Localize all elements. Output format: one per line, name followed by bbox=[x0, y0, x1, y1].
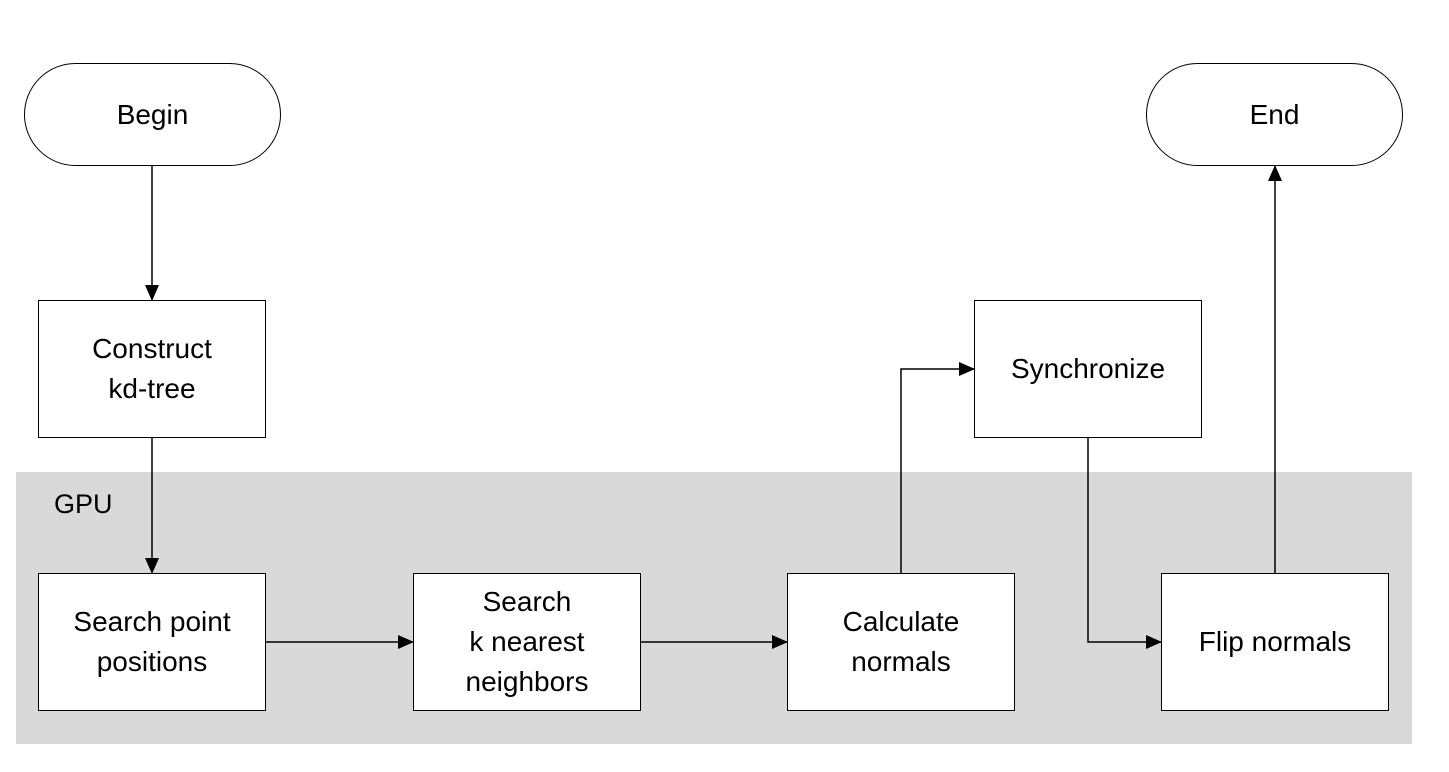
construct-kdtree-node: Construct kd-tree bbox=[38, 300, 266, 438]
end-node: End bbox=[1146, 63, 1403, 166]
gpu-region-label: GPU bbox=[54, 489, 113, 519]
synchronize-node: Synchronize bbox=[974, 300, 1202, 438]
search-point-positions-label: Search point positions bbox=[73, 606, 231, 677]
begin-node-label: Begin bbox=[116, 98, 189, 130]
connector-synchronize-to-flip bbox=[1087, 437, 1162, 649]
construct-kdtree-label: Construct kd-tree bbox=[92, 333, 212, 404]
search-knn-label: Search k nearest neighbors bbox=[465, 586, 589, 697]
flip-normals-label: Flip normals bbox=[1198, 626, 1352, 657]
search-point-positions-node: Search point positions bbox=[38, 573, 266, 711]
begin-node: Begin bbox=[24, 63, 281, 166]
connector-calculate-to-synchronize bbox=[900, 362, 975, 573]
synchronize-label: Synchronize bbox=[1010, 353, 1166, 384]
flip-normals-node: Flip normals bbox=[1161, 573, 1389, 711]
calculate-normals-label: Calculate normals bbox=[842, 606, 960, 677]
end-node-label: End bbox=[1249, 98, 1300, 130]
search-knn-node: Search k nearest neighbors bbox=[413, 573, 641, 711]
calculate-normals-node: Calculate normals bbox=[787, 573, 1015, 711]
